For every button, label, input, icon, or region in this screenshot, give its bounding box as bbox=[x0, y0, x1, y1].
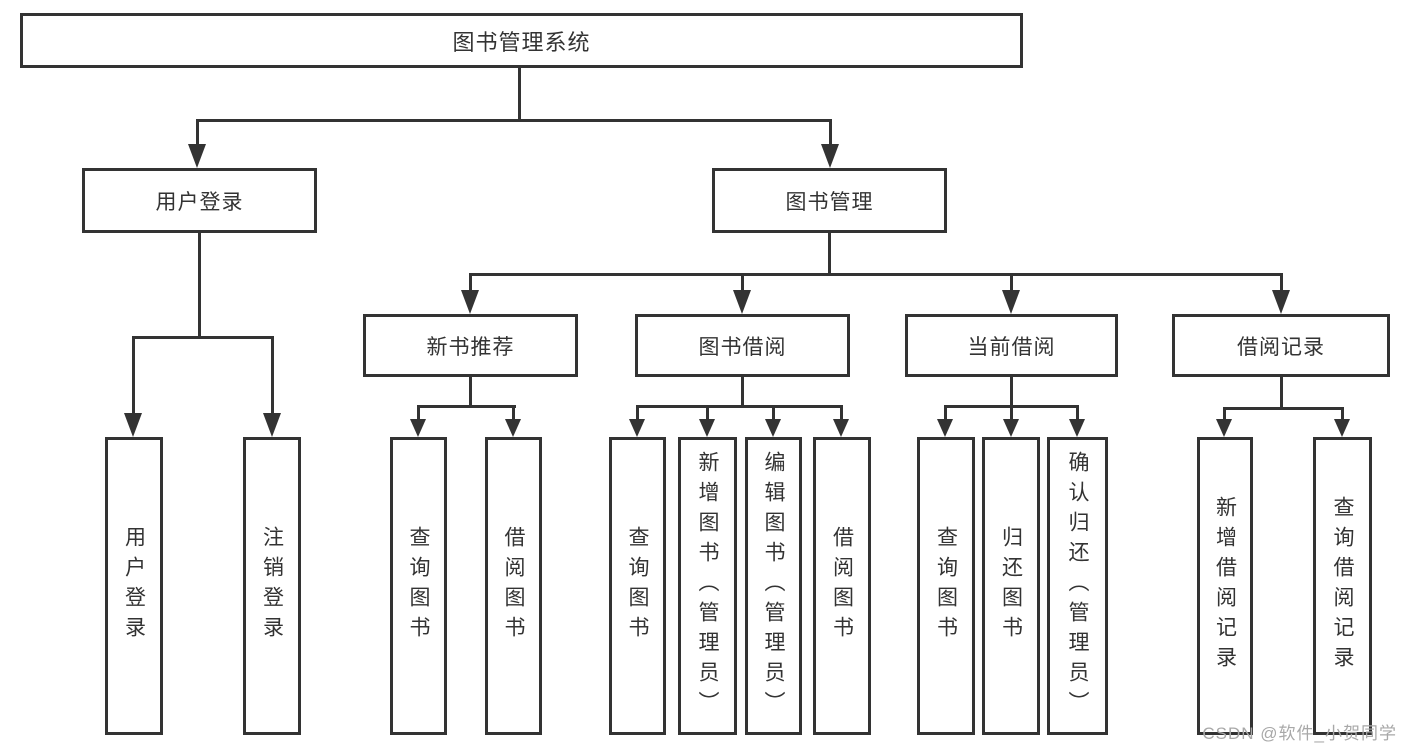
connector-line bbox=[417, 405, 420, 423]
connector-line bbox=[1010, 377, 1013, 408]
connector-line bbox=[1223, 407, 1226, 423]
node-label: 借阅图书 bbox=[830, 526, 854, 646]
connector-line bbox=[829, 119, 832, 147]
connector-line bbox=[741, 377, 744, 408]
leaf-query-books-2: 查询图书 bbox=[609, 437, 666, 735]
connector-line bbox=[1010, 273, 1013, 293]
connector-line bbox=[636, 405, 843, 408]
node-book-management: 图书管理 bbox=[712, 168, 947, 233]
leaf-borrow-books-2: 借阅图书 bbox=[813, 437, 871, 735]
node-label: 用户登录 bbox=[155, 190, 244, 214]
arrow-down-icon bbox=[833, 419, 849, 437]
arrow-down-icon bbox=[821, 144, 839, 168]
connector-line bbox=[1223, 407, 1344, 410]
leaf-edit-books-admin: 编辑图书（管理员） bbox=[745, 437, 802, 735]
watermark: CSDN @软件_小贺同学 bbox=[1202, 724, 1397, 743]
connector-line bbox=[840, 405, 843, 423]
arrow-down-icon bbox=[1003, 419, 1019, 437]
connector-line bbox=[1280, 377, 1283, 410]
connector-line bbox=[132, 336, 135, 415]
arrow-down-icon bbox=[699, 419, 715, 437]
connector-line bbox=[271, 336, 274, 415]
leaf-query-books-1: 查询图书 bbox=[390, 437, 447, 735]
connector-line bbox=[417, 405, 516, 408]
node-label: 当前借阅 bbox=[967, 335, 1056, 359]
arrow-down-icon bbox=[1334, 419, 1350, 437]
node-current-borrowing: 当前借阅 bbox=[905, 314, 1118, 377]
node-label: 查询图书 bbox=[626, 526, 649, 646]
node-label: 注销登录 bbox=[260, 526, 284, 646]
connector-line bbox=[1010, 405, 1013, 423]
arrow-down-icon bbox=[505, 419, 521, 437]
leaf-return-books: 归还图书 bbox=[982, 437, 1040, 735]
connector-line bbox=[518, 68, 521, 121]
arrow-down-icon bbox=[629, 419, 645, 437]
arrow-down-icon bbox=[188, 144, 206, 168]
node-label: 新增借阅记录 bbox=[1213, 496, 1237, 676]
arrow-down-icon bbox=[765, 419, 781, 437]
leaf-confirm-return-admin: 确认归还（管理员） bbox=[1047, 437, 1108, 735]
connector-line bbox=[469, 273, 472, 293]
node-label: 新增图书（管理员） bbox=[696, 451, 719, 721]
leaf-user-login: 用户登录 bbox=[105, 437, 163, 735]
arrow-down-icon bbox=[733, 290, 751, 314]
arrow-down-icon bbox=[937, 419, 953, 437]
node-label: 新书推荐 bbox=[426, 335, 515, 359]
connector-line bbox=[772, 405, 775, 423]
node-label: 查询借阅记录 bbox=[1331, 496, 1354, 676]
connector-line bbox=[828, 233, 831, 276]
node-label: 归还图书 bbox=[999, 526, 1023, 646]
node-label: 用户登录 bbox=[122, 526, 146, 646]
leaf-borrow-books-1: 借阅图书 bbox=[485, 437, 542, 735]
arrow-down-icon bbox=[1002, 290, 1020, 314]
node-label: 图书管理系统 bbox=[452, 29, 591, 55]
arrow-down-icon bbox=[1216, 419, 1232, 437]
node-book-borrowing: 图书借阅 bbox=[635, 314, 850, 377]
node-borrowing-records: 借阅记录 bbox=[1172, 314, 1390, 377]
leaf-query-books-3: 查询图书 bbox=[917, 437, 975, 735]
arrow-down-icon bbox=[461, 290, 479, 314]
connector-line bbox=[636, 405, 639, 423]
arrow-down-icon bbox=[1069, 419, 1085, 437]
arrow-down-icon bbox=[1272, 290, 1290, 314]
node-label: 查询图书 bbox=[407, 526, 430, 646]
connector-line bbox=[1280, 273, 1283, 293]
arrow-down-icon bbox=[410, 419, 426, 437]
connector-line bbox=[198, 233, 201, 339]
leaf-add-borrow-record: 新增借阅记录 bbox=[1197, 437, 1253, 735]
connector-line bbox=[469, 377, 472, 408]
node-label: 编辑图书（管理员） bbox=[762, 451, 785, 721]
leaf-logout: 注销登录 bbox=[243, 437, 301, 735]
node-label: 查询图书 bbox=[934, 526, 958, 646]
connector-line bbox=[512, 405, 515, 423]
node-label: 借阅图书 bbox=[502, 526, 525, 646]
leaf-query-borrow-record: 查询借阅记录 bbox=[1313, 437, 1372, 735]
node-label: 图书管理 bbox=[785, 190, 874, 214]
connector-line bbox=[132, 336, 274, 339]
connector-line bbox=[196, 119, 832, 122]
connector-line bbox=[706, 405, 709, 423]
arrow-down-icon bbox=[124, 413, 142, 437]
node-label: 确认归还（管理员） bbox=[1066, 451, 1089, 721]
connector-line bbox=[741, 273, 744, 293]
connector-line bbox=[469, 273, 1283, 276]
arrow-down-icon bbox=[263, 413, 281, 437]
node-root: 图书管理系统 bbox=[20, 13, 1023, 68]
leaf-add-books-admin: 新增图书（管理员） bbox=[678, 437, 737, 735]
connector-line bbox=[944, 405, 947, 423]
connector-line bbox=[1076, 405, 1079, 423]
node-label: 借阅记录 bbox=[1237, 335, 1325, 359]
node-user-login: 用户登录 bbox=[82, 168, 317, 233]
node-new-book-recommendation: 新书推荐 bbox=[363, 314, 578, 377]
connector-line bbox=[1341, 407, 1344, 423]
connector-line bbox=[196, 119, 199, 147]
node-label: 图书借阅 bbox=[698, 335, 787, 359]
